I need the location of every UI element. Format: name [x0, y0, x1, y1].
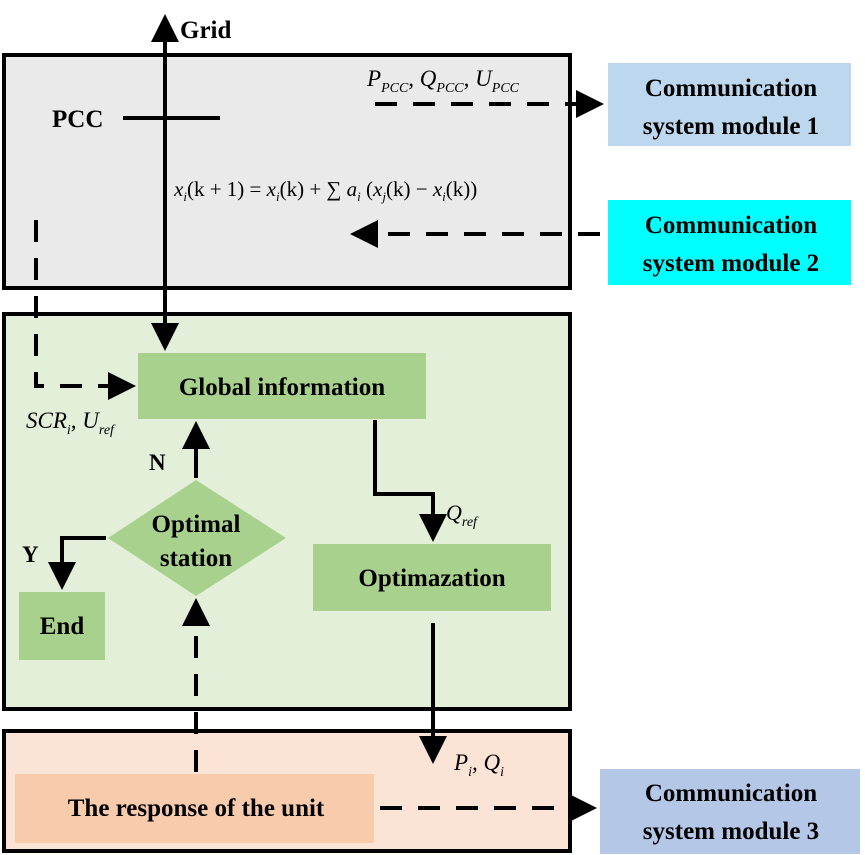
- grid-label: Grid: [180, 17, 231, 44]
- consensus-equation: xi(k + 1) = xi(k) + ∑ ai (xj(k) − xi(k)): [173, 177, 477, 204]
- communication-module-2: [608, 200, 851, 285]
- response-label: The response of the unit: [68, 795, 325, 822]
- n-label: N: [149, 450, 166, 475]
- top-panel: [2, 53, 572, 290]
- module3-line1: Communication: [645, 780, 817, 807]
- scr-to-global-arrow: [34, 220, 136, 400]
- scr-uref-label: SCRi, Uref: [26, 408, 116, 438]
- module3-line2: system module 3: [643, 818, 819, 845]
- optimal-station-diamond: [108, 480, 286, 596]
- pi-qi-label: Pi, Qi: [453, 750, 504, 780]
- pcc-label: PCC: [52, 106, 103, 133]
- end-block: [19, 592, 105, 660]
- pcc-signals-label: PPCC, QPCC, UPCC: [366, 66, 520, 96]
- optimal-station-line1: Optimal: [152, 511, 241, 538]
- module2-line2: system module 2: [643, 250, 819, 277]
- optimal-station-line2: station: [160, 545, 232, 572]
- module1-line2: system module 1: [643, 113, 819, 140]
- qref-label: Qref: [446, 500, 479, 530]
- diamond-to-end-arrow: [48, 536, 106, 590]
- communication-module-1: [608, 63, 851, 146]
- optimization-block: [313, 544, 551, 611]
- global-information-block: [138, 353, 426, 419]
- response-block: [15, 774, 374, 843]
- global-to-optimization-arrow: [373, 420, 447, 542]
- global-information-label: Global information: [179, 374, 385, 401]
- communication-module-3: [600, 769, 860, 854]
- module1-line1: Communication: [645, 75, 817, 102]
- end-label: End: [40, 613, 85, 640]
- y-label: Y: [22, 542, 39, 567]
- optimization-label: Optimazation: [358, 565, 505, 592]
- module2-line1: Communication: [645, 212, 817, 239]
